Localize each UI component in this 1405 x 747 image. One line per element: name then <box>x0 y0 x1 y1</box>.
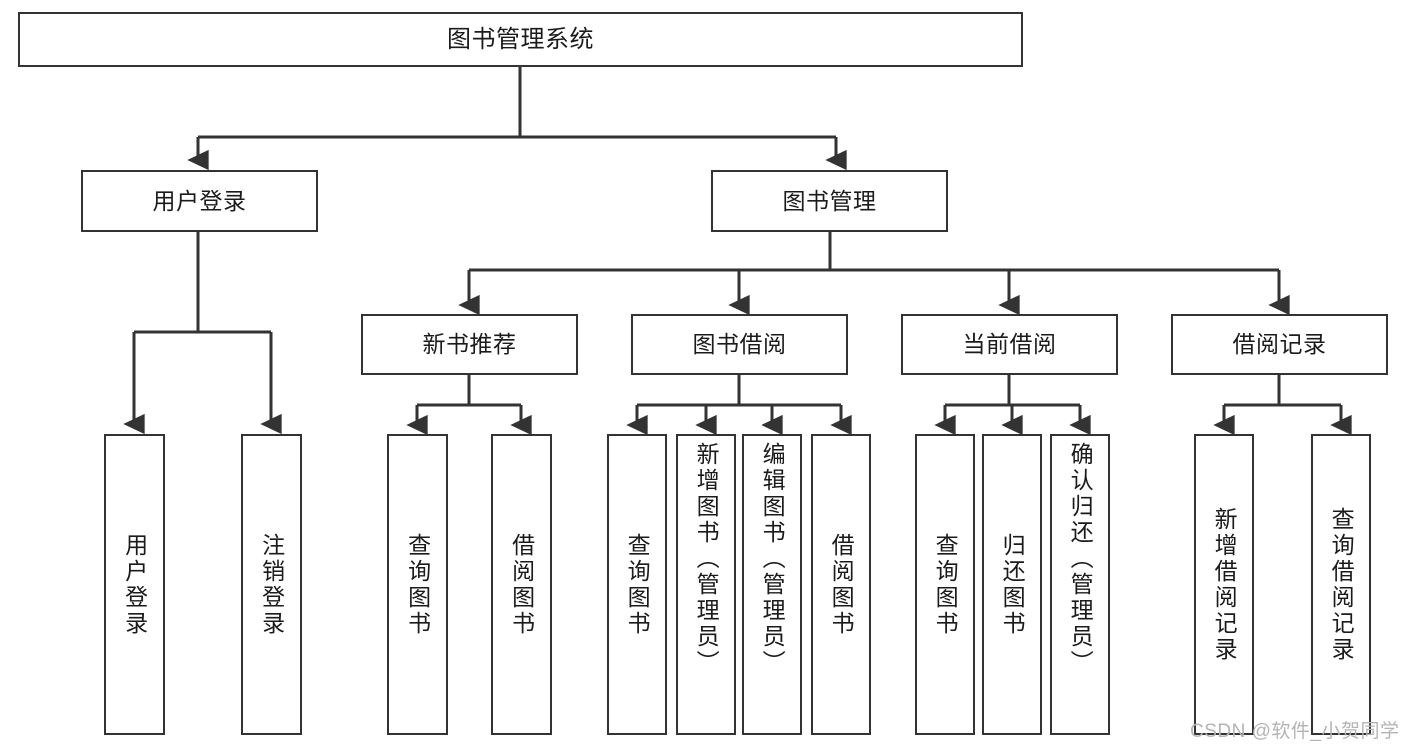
node-book-borrow-label: 图书借阅 <box>692 331 787 358</box>
node-leaf-query-record[interactable]: 查询借阅记录 <box>1311 434 1371 735</box>
node-root[interactable]: 图书管理系统 <box>18 12 1023 67</box>
node-leaf-query-book-2-label: 查询图书 <box>624 532 651 637</box>
node-leaf-confirm-return[interactable]: 确认归还（管理员） <box>1050 434 1110 735</box>
node-leaf-query-book-1-label: 查询图书 <box>404 532 431 637</box>
node-leaf-borrow-book-2[interactable]: 借阅图书 <box>811 434 871 735</box>
node-book-management-label: 图书管理 <box>782 187 877 214</box>
node-leaf-return-book-label: 归还图书 <box>999 532 1026 637</box>
node-borrow-record[interactable]: 借阅记录 <box>1171 314 1388 375</box>
node-leaf-user-login[interactable]: 用户登录 <box>104 434 165 735</box>
node-leaf-add-book-label: 新增图书（管理员） <box>693 442 720 676</box>
node-user-login-label: 用户登录 <box>152 187 247 214</box>
node-borrow-record-label: 借阅记录 <box>1232 331 1327 358</box>
node-leaf-user-logout-label: 注销登录 <box>258 532 285 637</box>
node-book-borrow[interactable]: 图书借阅 <box>631 314 848 375</box>
node-book-management[interactable]: 图书管理 <box>711 170 948 232</box>
node-leaf-user-login-label: 用户登录 <box>121 532 148 637</box>
node-leaf-return-book[interactable]: 归还图书 <box>982 434 1042 735</box>
node-leaf-edit-book[interactable]: 编辑图书（管理员） <box>742 434 802 735</box>
node-leaf-query-book-3-label: 查询图书 <box>932 532 959 637</box>
node-leaf-borrow-book-1[interactable]: 借阅图书 <box>491 434 552 735</box>
node-leaf-query-book-1[interactable]: 查询图书 <box>387 434 448 735</box>
node-leaf-add-record[interactable]: 新增借阅记录 <box>1194 434 1254 735</box>
csdn-watermark: CSDN @软件_小贺同学 <box>1190 721 1400 742</box>
node-leaf-query-record-label: 查询借阅记录 <box>1328 506 1355 663</box>
node-leaf-add-book[interactable]: 新增图书（管理员） <box>676 434 736 735</box>
node-user-login[interactable]: 用户登录 <box>81 170 318 232</box>
node-new-book-recommend-label: 新书推荐 <box>422 331 517 358</box>
node-leaf-borrow-book-2-label: 借阅图书 <box>828 532 855 637</box>
node-root-label: 图书管理系统 <box>447 25 594 53</box>
node-leaf-edit-book-label: 编辑图书（管理员） <box>759 442 786 676</box>
node-leaf-query-book-2[interactable]: 查询图书 <box>607 434 667 735</box>
node-leaf-add-record-label: 新增借阅记录 <box>1211 506 1238 663</box>
node-leaf-query-book-3[interactable]: 查询图书 <box>915 434 975 735</box>
node-current-borrow[interactable]: 当前借阅 <box>901 314 1118 375</box>
node-leaf-confirm-return-label: 确认归还（管理员） <box>1067 442 1094 676</box>
node-leaf-borrow-book-1-label: 借阅图书 <box>508 532 535 637</box>
node-new-book-recommend[interactable]: 新书推荐 <box>361 314 578 375</box>
node-current-borrow-label: 当前借阅 <box>962 331 1057 358</box>
node-leaf-user-logout[interactable]: 注销登录 <box>241 434 302 735</box>
